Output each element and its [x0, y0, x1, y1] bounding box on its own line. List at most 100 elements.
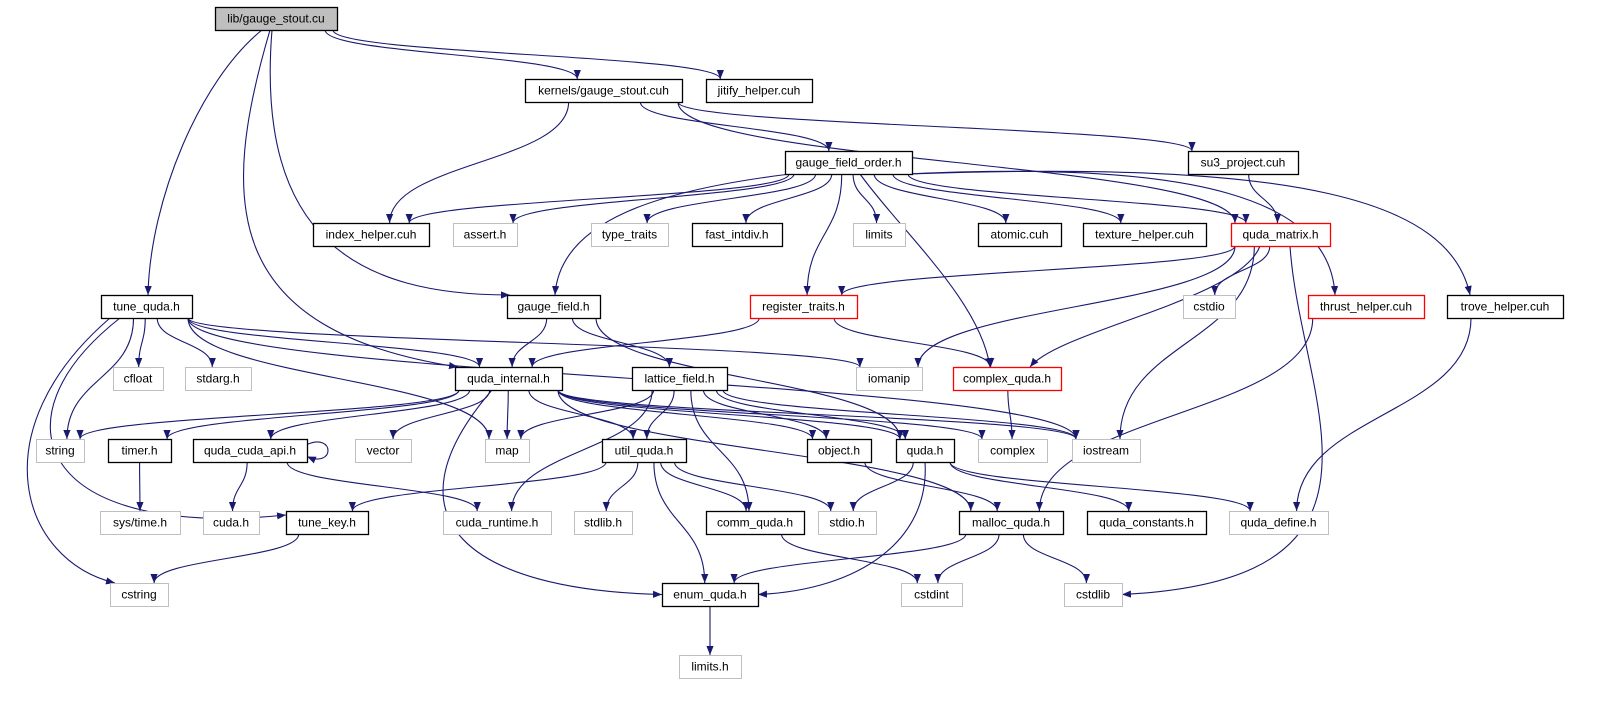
node-kernels_gauge_stout[interactable]: kernels/gauge_stout.cuh [524, 78, 684, 104]
node-label: lib/gauge_stout.cu [227, 12, 324, 26]
node-texture_helper[interactable]: texture_helper.cuh [1082, 222, 1208, 248]
node-box [784, 150, 914, 176]
edge-gauge_field_order-to-texture_helper [892, 173, 1125, 224]
node-box [1187, 150, 1300, 176]
node-box [818, 511, 877, 535]
node-box [601, 438, 688, 464]
edges-layer [26, 29, 1472, 655]
node-box [806, 438, 873, 464]
node-su3_project[interactable]: su3_project.cuh [1187, 150, 1300, 176]
node-box [454, 366, 564, 392]
node-cfloat: cfloat [113, 367, 164, 391]
node-jitify_helper[interactable]: jitify_helper.cuh [705, 78, 814, 104]
edge-quda_cuda_api-to-cuda_runtime [286, 461, 481, 512]
node-label: comm_quda.h [717, 516, 793, 530]
node-box [355, 439, 412, 463]
nodes-layer: lib/gauge_stout.cu kernels/gauge_stout.cu… [36, 6, 1565, 679]
node-object_h[interactable]: object.h [806, 438, 873, 464]
node-lattice_field[interactable]: lattice_field.h [631, 366, 729, 392]
node-quda_matrix[interactable]: quda_matrix.h [1230, 222, 1332, 248]
node-box [36, 439, 85, 463]
node-limits_h: limits.h [679, 655, 742, 679]
node-enum_quda[interactable]: enum_quda.h [661, 582, 760, 608]
node-label: complex_quda.h [963, 372, 1051, 386]
edge-gauge_field_order-to-type_traits [643, 173, 817, 224]
edge-gauge_field_order-to-atomic_cuh [873, 173, 1010, 224]
node-gauge_stout_cu[interactable]: lib/gauge_stout.cu [214, 6, 339, 32]
node-complex_quda[interactable]: complex_quda.h [952, 366, 1063, 392]
node-box [214, 6, 339, 32]
node-gauge_field_order[interactable]: gauge_field_order.h [784, 150, 914, 176]
node-box [901, 583, 963, 607]
edge-tune_quda-to-cstring [26, 317, 116, 585]
edge-gauge_field-to-lattice_field [571, 317, 673, 368]
edge-malloc_quda-to-cstdint [934, 533, 1000, 584]
node-thrust_helper[interactable]: thrust_helper.cuh [1307, 294, 1426, 320]
node-quda_internal[interactable]: quda_internal.h [454, 366, 564, 392]
node-cstring: cstring [110, 583, 169, 607]
node-atomic_cuh[interactable]: atomic.cuh [977, 222, 1063, 248]
edge-gauge_field_order-to-gauge_field [552, 173, 791, 296]
node-box [978, 439, 1048, 463]
edge-lattice_field-to-comm_quda [690, 389, 753, 512]
edge-thrust_helper-to-malloc_quda [1035, 317, 1314, 512]
edge-malloc_quda-to-enum_quda [730, 533, 967, 584]
node-box [705, 510, 806, 536]
edge-quda_internal-to-iostream [557, 389, 1080, 440]
node-comm_quda[interactable]: comm_quda.h [705, 510, 806, 536]
node-box [705, 78, 814, 104]
edge-quda_internal-to-vector [389, 389, 491, 440]
edge-register_traits-to-quda_internal [528, 317, 760, 368]
node-tune_quda[interactable]: tune_quda.h [100, 294, 194, 320]
node-type_traits: type_traits [591, 223, 669, 247]
node-fast_intdiv[interactable]: fast_intdiv.h [691, 222, 784, 248]
node-label: complex [990, 444, 1035, 458]
edge-quda_matrix-to-iostream [1116, 245, 1255, 440]
edge-malloc_quda-to-cstdlib [1022, 533, 1091, 584]
node-gauge_field[interactable]: gauge_field.h [506, 294, 602, 320]
node-quda_cuda_api[interactable]: quda_cuda_api.h [192, 438, 309, 464]
node-util_quda[interactable]: util_quda.h [601, 438, 688, 464]
node-label: sys/time.h [113, 516, 167, 530]
node-label: index_helper.cuh [326, 228, 417, 242]
node-label: trove_helper.cuh [1461, 300, 1550, 314]
edge-gauge_field_order-to-trove_helper [909, 170, 1472, 296]
node-cuda_h: cuda.h [203, 511, 260, 535]
edge-util_quda-to-enum_quda [653, 461, 709, 584]
node-box [749, 294, 859, 320]
node-label: object.h [818, 444, 860, 458]
node-box [895, 438, 956, 464]
edge-tune_quda-to-cfloat [135, 317, 146, 368]
node-label: limits [865, 228, 892, 242]
node-box [506, 294, 602, 320]
node-trove_helper[interactable]: trove_helper.cuh [1446, 294, 1565, 320]
node-quda_h[interactable]: quda.h [895, 438, 956, 464]
node-label: cstdint [914, 588, 949, 602]
node-box [1446, 294, 1565, 320]
node-label: iostream [1083, 444, 1129, 458]
node-cstdint: cstdint [901, 583, 963, 607]
node-malloc_quda[interactable]: malloc_quda.h [958, 510, 1065, 536]
node-tune_key[interactable]: tune_key.h [285, 510, 370, 536]
node-label: stdlib.h [584, 516, 622, 530]
node-box [952, 366, 1063, 392]
node-stdarg: stdarg.h [185, 367, 252, 391]
node-box [1064, 583, 1123, 607]
node-box [679, 655, 742, 679]
edge-quda_internal-to-map [503, 389, 511, 440]
node-label: register_traits.h [762, 300, 845, 314]
node-stdlib_h: stdlib.h [574, 511, 633, 535]
node-cuda_runtime: cuda_runtime.h [443, 511, 552, 535]
node-index_helper[interactable]: index_helper.cuh [312, 222, 431, 248]
node-box [661, 582, 760, 608]
node-label: quda_matrix.h [1242, 228, 1318, 242]
node-quda_constants[interactable]: quda_constants.h [1086, 510, 1208, 536]
node-label: texture_helper.cuh [1095, 228, 1194, 242]
edge-complex_quda-to-complex [1007, 389, 1016, 440]
node-label: stdarg.h [196, 372, 239, 386]
node-timer_h[interactable]: timer.h [107, 438, 173, 464]
node-label: su3_project.cuh [1201, 156, 1286, 170]
node-register_traits[interactable]: register_traits.h [749, 294, 859, 320]
node-label: lattice_field.h [644, 372, 714, 386]
